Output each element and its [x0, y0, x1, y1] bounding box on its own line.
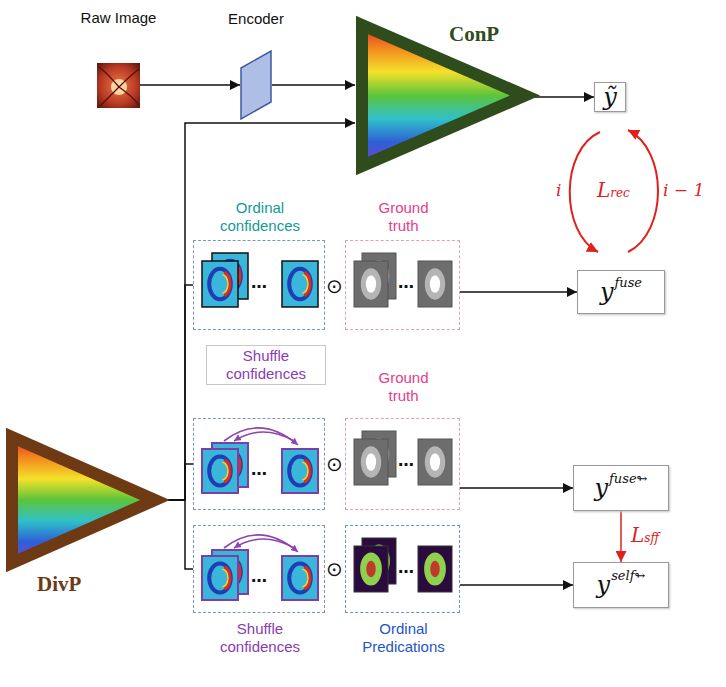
encoder-shape	[241, 51, 271, 119]
map-card	[282, 556, 318, 600]
node-label: Ordinal confidences	[210, 199, 310, 235]
node-label: Ground truth	[366, 199, 441, 235]
shuffle-arrow	[224, 535, 298, 552]
node-label: DivP	[37, 572, 117, 596]
map-card	[418, 261, 452, 307]
fundus-photo	[97, 63, 140, 108]
conp-triangle: ConP	[355, 18, 535, 173]
loss-label: Lrec	[597, 180, 630, 203]
map-card	[418, 546, 452, 592]
shuffle-arrow	[224, 428, 298, 445]
operator-symbol: ⊙	[326, 557, 343, 581]
node-shape	[5, 430, 165, 570]
map-card	[354, 439, 388, 485]
vessel	[99, 67, 119, 87]
map-card	[202, 261, 238, 307]
connector	[620, 511, 622, 562]
node-label: Ground truth	[366, 369, 441, 405]
node-label: Ordinal Predications	[351, 620, 456, 656]
vessel	[119, 69, 139, 87]
pyramid-triangle	[362, 25, 525, 166]
connector	[460, 291, 577, 293]
map-card	[202, 556, 238, 600]
node-label: ConP	[449, 22, 521, 46]
node-label: Encoder	[212, 10, 300, 28]
math-symbol: fuse	[615, 275, 643, 291]
loop-index: i	[556, 180, 561, 200]
shuffle-arrow	[234, 539, 294, 548]
operator-symbol: ⊙	[326, 274, 343, 298]
map-card	[354, 261, 388, 307]
ellipsis-dots: …	[398, 451, 414, 471]
edge-label: Lsff	[629, 525, 661, 548]
shuffle-arrow	[234, 432, 294, 441]
connector	[460, 584, 573, 586]
operator-symbol: ⊙	[326, 452, 343, 476]
node-label: Shuffle confidences	[210, 620, 310, 656]
connector	[272, 84, 355, 86]
math-symbol: y	[597, 571, 611, 599]
node-shape	[355, 18, 535, 173]
connector	[460, 487, 573, 489]
map-card	[282, 261, 318, 307]
math-symbol: y	[600, 278, 614, 306]
map-card	[282, 449, 318, 493]
ellipsis-dots: …	[398, 558, 414, 578]
math-symbol: y	[594, 474, 608, 502]
encoder-block: Encoder	[240, 50, 272, 120]
ellipsis-dots: …	[251, 273, 267, 293]
connector	[165, 285, 193, 500]
math-symbol: ỹ	[603, 83, 617, 111]
vessel	[100, 87, 119, 106]
node-shape	[97, 63, 140, 108]
pyramid-triangle	[12, 437, 155, 563]
raw-image: Raw Image	[97, 63, 140, 108]
node-label: Shuffle confidences	[206, 345, 326, 385]
connector	[165, 464, 193, 500]
loop-arrow	[628, 130, 658, 252]
node-label: Raw Image	[72, 9, 165, 27]
math-symbol: fuse↬	[609, 471, 647, 487]
connector	[535, 96, 594, 98]
connector	[165, 500, 193, 569]
output-box: yself↬	[573, 562, 669, 608]
output-box: yfuse↬	[573, 465, 669, 511]
node-shape	[240, 50, 272, 120]
connector	[140, 84, 240, 86]
map-card	[418, 439, 452, 485]
output-box: ỹ	[594, 82, 626, 112]
divp-triangle: DivP	[5, 430, 165, 570]
ellipsis-dots: …	[251, 567, 267, 587]
loop-index: i − 1	[663, 180, 704, 200]
ellipsis-dots: …	[398, 273, 414, 293]
math-symbol: self↬	[611, 568, 645, 584]
ellipsis-dots: …	[251, 460, 267, 480]
map-card	[354, 546, 388, 592]
output-box: yfuse	[577, 270, 665, 314]
vessel	[119, 87, 139, 105]
map-card	[202, 449, 238, 493]
loop-arrow	[570, 132, 600, 252]
